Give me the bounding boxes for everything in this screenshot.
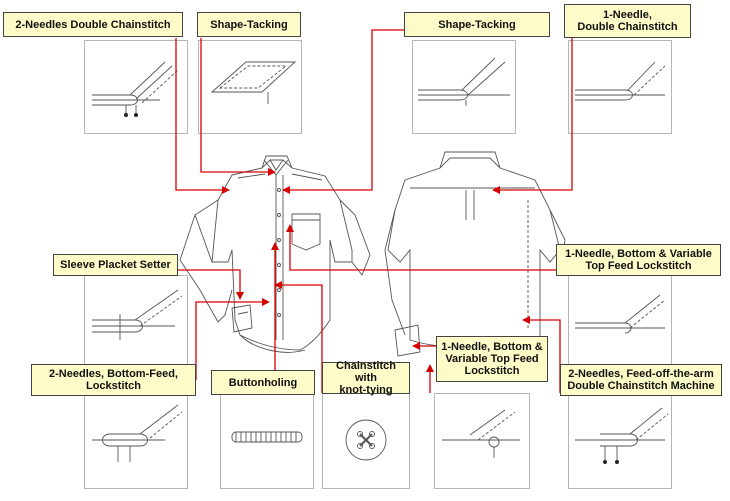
label-sleeve-placket-setter: Sleeve Placket Setter [53,254,178,276]
leader-lines [175,29,573,393]
label-one-needle-bottom-variable-lockstitch: 1-Needle, Bottom & Variable Top Feed Loc… [436,336,548,382]
detail-box-bottom-feed-lockstitch [84,393,188,489]
detail-box-shape-tacking-1 [198,40,302,134]
label-two-needles-feed-off-the-arm: 2-Needles, Feed-off-the-arm Double Chain… [560,364,722,396]
label-two-needles-bottom-feed-lockstitch: 2-Needles, Bottom-Feed, Lockstitch [31,364,196,396]
arrowheads [222,168,530,372]
shirt-front-drawing [179,155,371,353]
detail-box-shape-tacking-2 [412,40,516,134]
label-buttonholing: Buttonholing [211,370,315,395]
shirt-back-drawing [384,151,566,357]
label-one-needle-double-chainstitch: 1-Needle, Double Chainstitch [564,4,691,38]
label-chainstitch-knot-tying: Chainstitch with knot-tying [322,360,410,396]
stitch-diagram [92,57,669,462]
label-two-needles-double-chainstitch: 2-Needles Double Chainstitch [3,12,183,37]
label-one-needle-top-feed-lockstitch: 1-Needle, Bottom & Variable Top Feed Loc… [556,244,721,276]
detail-box-bottom-variable-lockstitch [434,393,530,489]
detail-box-one-needle-chainstitch [568,40,672,134]
detail-box-feed-off-arm [568,393,672,489]
label-shape-tacking-1: Shape-Tacking [197,12,301,37]
detail-box-double-chainstitch [84,40,188,134]
label-shape-tacking-2: Shape-Tacking [404,12,550,37]
